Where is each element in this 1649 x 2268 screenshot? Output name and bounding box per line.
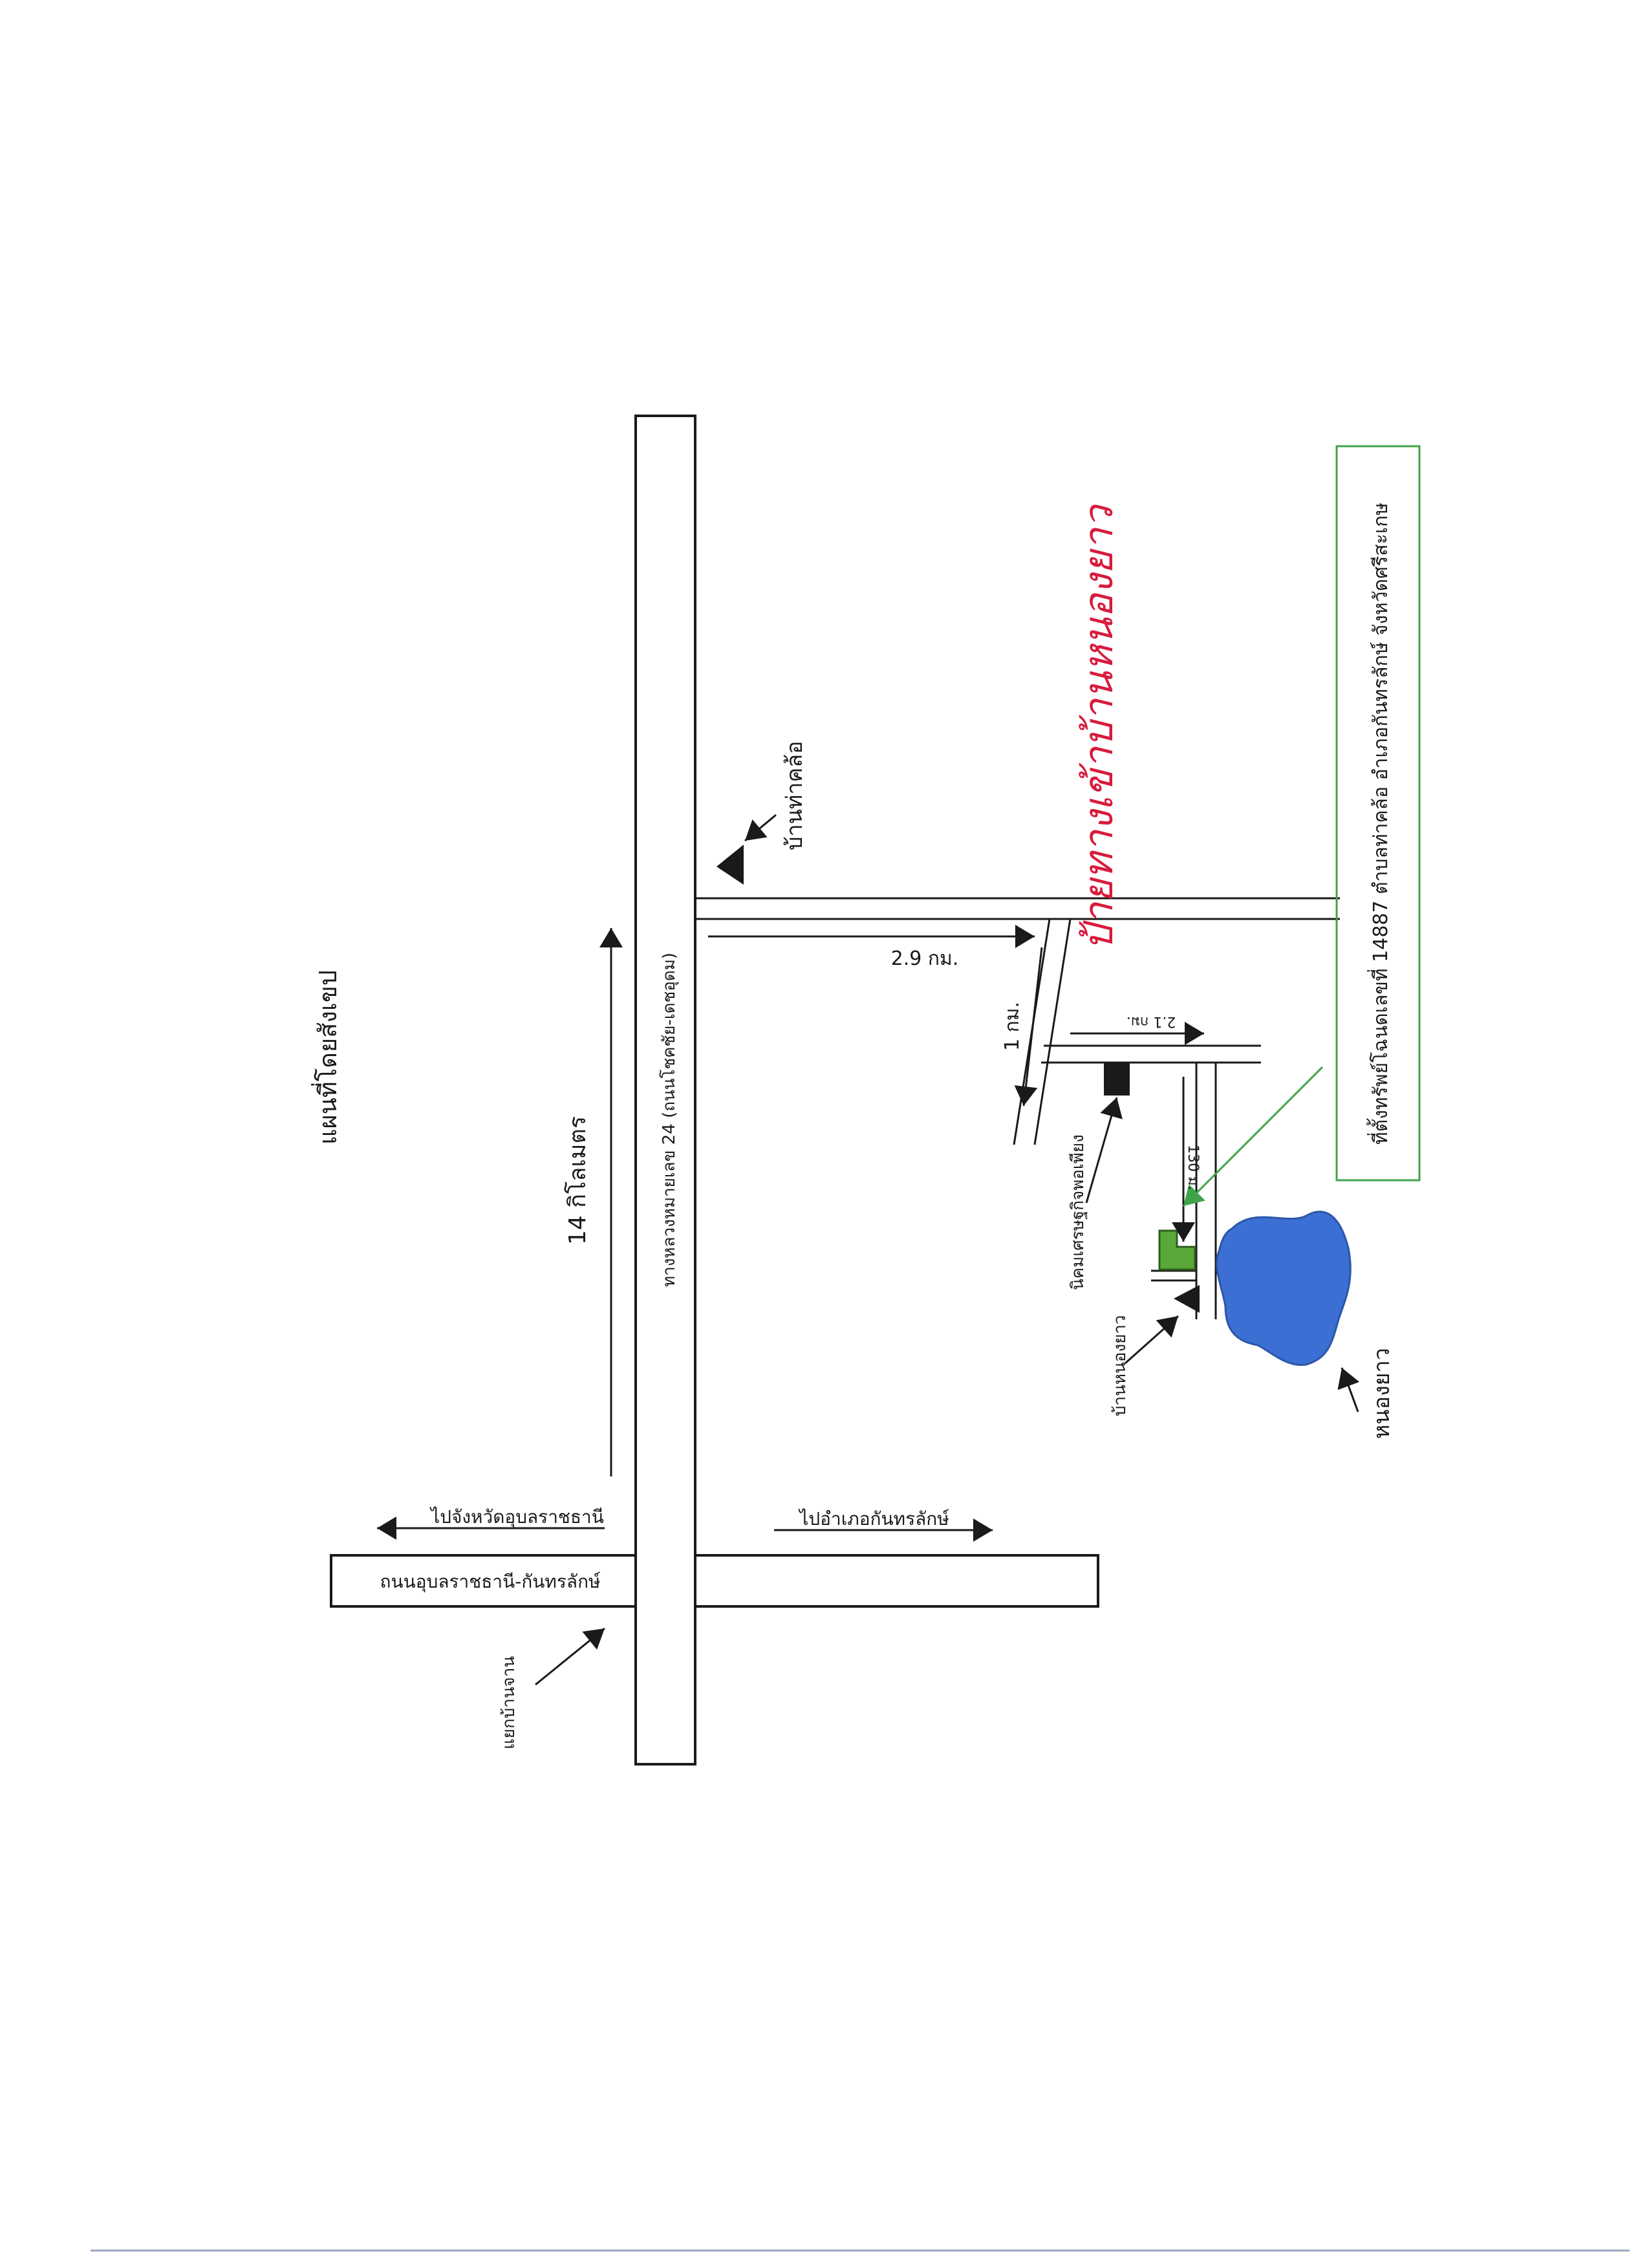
map-title: แผนที่โดยสังเขป	[311, 970, 342, 1145]
property-note-box	[1335, 445, 1421, 1182]
property-marker	[1158, 1229, 1196, 1271]
junction-label: แยกบ้านจาน	[499, 1656, 519, 1749]
cross-road-label: ถนนอุบลราชธานี-กันทรลักษ์	[380, 1571, 601, 1593]
pointer-tha-khlo	[744, 814, 777, 842]
pond-label: หนองยาว	[1369, 1348, 1395, 1439]
handwritten-note: ป้ายทางเข้าบ้านหนองยาว	[1075, 504, 1122, 951]
to-kantharalak-label: ไปอำเภอกันทรลักษ์	[798, 1508, 949, 1529]
distance-14km: 14 กิโลเมตร	[564, 1116, 591, 1245]
cross-road-right	[694, 1554, 1099, 1608]
highway-label: ทางหลวงหมายเลข 24 (ถนนโชคชัย-เดชอุดม)	[659, 953, 679, 1287]
pond-shape	[1216, 1211, 1352, 1366]
to-ubon-label: ไปจังหวัดอุบลราชธานี	[429, 1506, 604, 1528]
arrow-1km	[1014, 947, 1043, 1107]
distance-1km: 1 กม.	[1001, 1002, 1024, 1051]
village-marker-nong-yao	[1174, 1285, 1200, 1313]
pointer-property	[1182, 1066, 1324, 1207]
pointer-nong-yao-village	[1125, 1315, 1179, 1365]
distance-2-1km: 2.1 กม.	[1126, 1013, 1176, 1030]
cross-road-left	[330, 1554, 637, 1608]
pointer-junction	[535, 1627, 605, 1686]
pointer-pond	[1337, 1367, 1360, 1412]
branch-road-edge-right	[1033, 918, 1072, 1145]
estate-building-marker	[1104, 1063, 1130, 1096]
estate-label: นิคมเศรษฐกิจพอเพียง	[1068, 1134, 1088, 1290]
village-marker-tha-khlo	[717, 845, 744, 885]
distance-2-9km: 2.9 กม.	[891, 947, 959, 970]
village-tha-khlo-label: บ้านท่าคล้อ	[782, 741, 808, 850]
property-note: ที่ตั้งทรัพย์โฉนดเลขที่ 14887 ตำบลท่าคล้…	[1366, 502, 1392, 1145]
village-nong-yao-label: บ้านหนองยาว	[1110, 1315, 1130, 1416]
pointer-estate	[1085, 1097, 1123, 1204]
distance-130m: 130 ม.	[1185, 1145, 1201, 1190]
highway-24	[634, 415, 696, 1766]
